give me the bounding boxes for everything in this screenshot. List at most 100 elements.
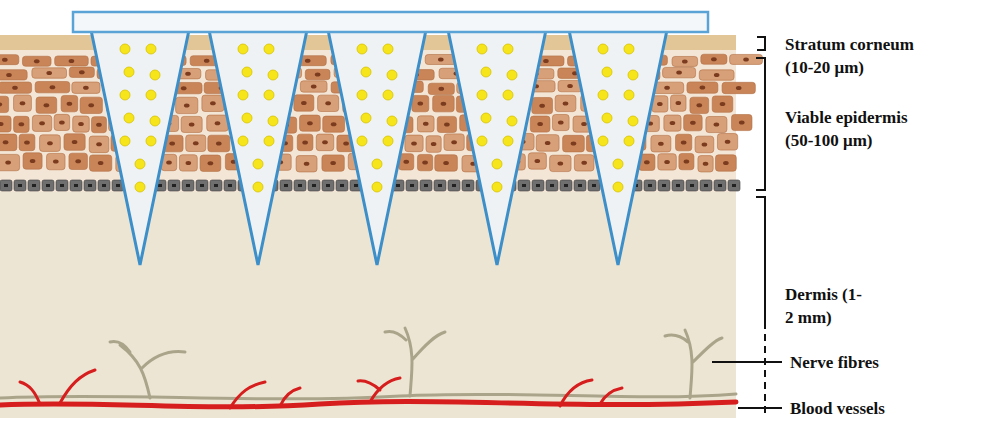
- cell-body: [89, 155, 111, 171]
- basal-nucleus: [88, 184, 92, 187]
- epidermis-cell: [687, 82, 718, 93]
- basal-nucleus: [690, 184, 694, 187]
- microneedle: [569, 30, 667, 265]
- cell-body: [0, 154, 20, 170]
- cell-body: [318, 95, 339, 111]
- basal-cell: [224, 180, 236, 191]
- basal-cell: [210, 180, 222, 191]
- drug-particle: [613, 159, 623, 169]
- epidermis-cell: [574, 155, 594, 171]
- drug-particle: [613, 182, 623, 192]
- basal-nucleus: [578, 184, 582, 187]
- basal-cell: [42, 180, 54, 191]
- basal-nucleus: [452, 184, 456, 187]
- basal-cell: [462, 180, 474, 191]
- epidermis-cell: [444, 134, 464, 151]
- cell-nucleus: [702, 142, 708, 146]
- cell-nucleus: [684, 160, 690, 164]
- cell-nucleus: [537, 122, 543, 126]
- basal-nucleus: [354, 184, 358, 187]
- epidermis-cell: [435, 155, 458, 171]
- epidermis-cell: [297, 134, 313, 151]
- basal-nucleus: [522, 184, 526, 187]
- leader-line: [738, 407, 782, 409]
- basal-nucleus: [228, 184, 232, 187]
- drug-particle: [492, 159, 502, 169]
- cell-nucleus: [664, 160, 670, 164]
- cell-nucleus: [330, 161, 336, 165]
- drug-particle: [120, 44, 130, 54]
- epidermis-cell: [712, 96, 733, 112]
- cell-nucleus: [438, 57, 444, 61]
- basal-cell: [322, 180, 334, 191]
- basal-cell-body: [546, 180, 558, 191]
- cell-body: [687, 82, 718, 93]
- drug-particle: [383, 136, 393, 146]
- epidermis-cell: [73, 116, 90, 132]
- cell-body: [684, 115, 702, 131]
- epidermis-cell: [32, 68, 67, 78]
- cell-nucleus: [443, 161, 449, 165]
- cell-nucleus: [423, 122, 429, 126]
- vessel-branch: [358, 378, 400, 402]
- basal-cell: [406, 180, 418, 191]
- drug-particle: [146, 44, 156, 54]
- nerve-trunk: [0, 394, 736, 399]
- cell-nucleus: [431, 142, 437, 146]
- cell-body: [73, 116, 90, 132]
- cell-nucleus: [301, 101, 307, 105]
- cell-body: [72, 82, 100, 93]
- cell-body: [437, 116, 456, 132]
- epidermis-cell: [651, 135, 671, 152]
- basal-cell-body: [98, 180, 110, 191]
- basal-cell: [336, 180, 348, 191]
- cell-body: [91, 117, 106, 133]
- basal-cell-body: [658, 180, 670, 191]
- drug-particle: [387, 116, 397, 126]
- basal-nucleus: [158, 184, 162, 187]
- basal-nucleus: [536, 184, 540, 187]
- cell-nucleus: [88, 103, 94, 107]
- epidermis-cell: [322, 155, 344, 171]
- basal-cell: [294, 180, 306, 191]
- cell-nucleus: [46, 71, 52, 75]
- epidermis-cell: [658, 154, 676, 170]
- epidermis-cell: [0, 116, 11, 132]
- leader-line: [712, 361, 782, 363]
- cell-nucleus: [302, 140, 308, 144]
- epidermis-cell: [417, 116, 434, 132]
- cell-body: [690, 97, 709, 113]
- drug-particle: [253, 182, 263, 192]
- drug-particle: [372, 182, 382, 192]
- cell-nucleus: [69, 59, 75, 63]
- drug-particle: [124, 67, 134, 77]
- cell-body: [0, 70, 27, 80]
- basal-nucleus: [74, 184, 78, 187]
- basal-cell: [574, 180, 586, 191]
- drug-particle: [268, 116, 278, 126]
- epidermis-cell: [294, 95, 314, 111]
- cell-body: [208, 135, 230, 152]
- epidermis-cell: [54, 114, 70, 130]
- basal-cell-body: [322, 180, 334, 191]
- cell-body: [300, 115, 321, 131]
- basal-cell-body: [672, 180, 684, 191]
- basal-nucleus: [32, 184, 36, 187]
- epidermis-cell: [0, 70, 27, 80]
- basal-nucleus: [564, 184, 568, 187]
- vessel-trunk: [0, 401, 736, 406]
- epidermis-cell: [0, 96, 9, 112]
- cell-body: [55, 56, 89, 66]
- cell-body: [305, 69, 330, 79]
- cell-body: [23, 153, 42, 169]
- epidermis-cell: [701, 54, 727, 64]
- basal-cell: [182, 180, 194, 191]
- epidermis-cell: [300, 115, 321, 131]
- microneedle: [209, 30, 307, 265]
- epidermis-cell: [55, 56, 89, 66]
- vessel-branch: [20, 370, 95, 404]
- epidermis-cell: [428, 83, 454, 94]
- epidermis-cell: [0, 134, 17, 151]
- cell-nucleus: [311, 84, 317, 88]
- epidermis-cell: [417, 154, 432, 170]
